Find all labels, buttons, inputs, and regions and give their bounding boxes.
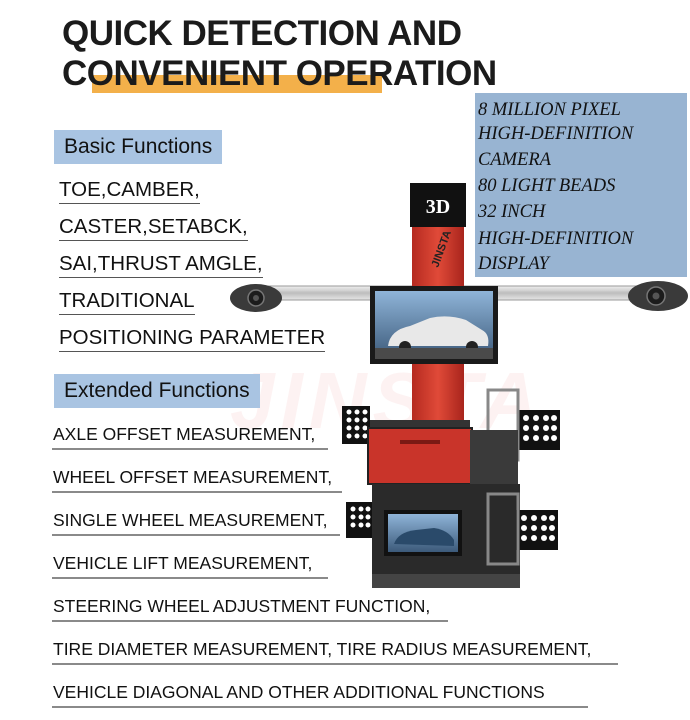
extended-function-item: VEHICLE LIFT MEASUREMENT, bbox=[53, 553, 313, 573]
target-board-lower-left bbox=[346, 502, 372, 538]
target-board-lower-right bbox=[486, 492, 558, 566]
badge-3d-box bbox=[410, 183, 466, 227]
basic-function-item: SAI,THRUST AMGLE, bbox=[59, 251, 263, 278]
spec-line: 80 LIGHT BEADS bbox=[478, 176, 616, 196]
headline-line-2: CONVENIENT OPERATION bbox=[62, 54, 497, 93]
extended-function-item: STEERING WHEEL ADJUSTMENT FUNCTION, bbox=[53, 596, 431, 616]
monitor-display bbox=[370, 286, 498, 364]
target-board-upper-left bbox=[342, 406, 370, 444]
basic-function-item: POSITIONING PARAMETER bbox=[59, 325, 326, 352]
basic-functions-heading: Basic Functions bbox=[54, 130, 223, 164]
wheel-aligner-machine-illustration: JINSTA 3D bbox=[230, 183, 688, 588]
spec-line: 8 MILLION PIXEL bbox=[478, 100, 621, 120]
spec-line: CAMERA bbox=[478, 150, 551, 170]
left-camera-icon bbox=[230, 284, 282, 312]
spec-line: HIGH-DEFINITION bbox=[478, 124, 634, 144]
basic-function-item: CASTER,SETABCK, bbox=[59, 214, 248, 241]
extended-function-item: VEHICLE DIAGONAL AND OTHER ADDITIONAL FU… bbox=[53, 682, 545, 702]
specs-panel bbox=[475, 93, 687, 277]
item-underline bbox=[52, 577, 328, 579]
extended-functions-heading: Extended Functions bbox=[54, 374, 260, 408]
badge-3d-label: 3D bbox=[426, 196, 450, 218]
item-underline bbox=[52, 534, 340, 536]
basic-function-item: TRADITIONAL bbox=[59, 288, 195, 315]
right-camera-icon bbox=[628, 281, 688, 311]
target-board-upper-right bbox=[486, 388, 560, 462]
item-underline bbox=[52, 491, 342, 493]
item-underline bbox=[52, 663, 618, 665]
extended-function-item: SINGLE WHEEL MEASUREMENT, bbox=[53, 510, 328, 530]
spec-line: DISPLAY bbox=[478, 254, 549, 274]
headline-underline-accent bbox=[92, 75, 382, 93]
spec-line: 32 INCH bbox=[478, 202, 546, 222]
spec-line: HIGH-DEFINITION bbox=[478, 229, 634, 249]
item-underline bbox=[52, 448, 328, 450]
headline-line-1: QUICK DETECTION AND bbox=[62, 14, 462, 53]
item-underline bbox=[52, 620, 448, 622]
extended-function-item: AXLE OFFSET MEASUREMENT, bbox=[53, 424, 316, 444]
item-underline bbox=[52, 706, 588, 708]
basic-function-item: TOE,CAMBER, bbox=[59, 177, 200, 204]
extended-function-item: WHEEL OFFSET MEASUREMENT, bbox=[53, 467, 333, 487]
extended-function-item: TIRE DIAMETER MEASUREMENT, TIRE RADIUS M… bbox=[53, 639, 592, 659]
